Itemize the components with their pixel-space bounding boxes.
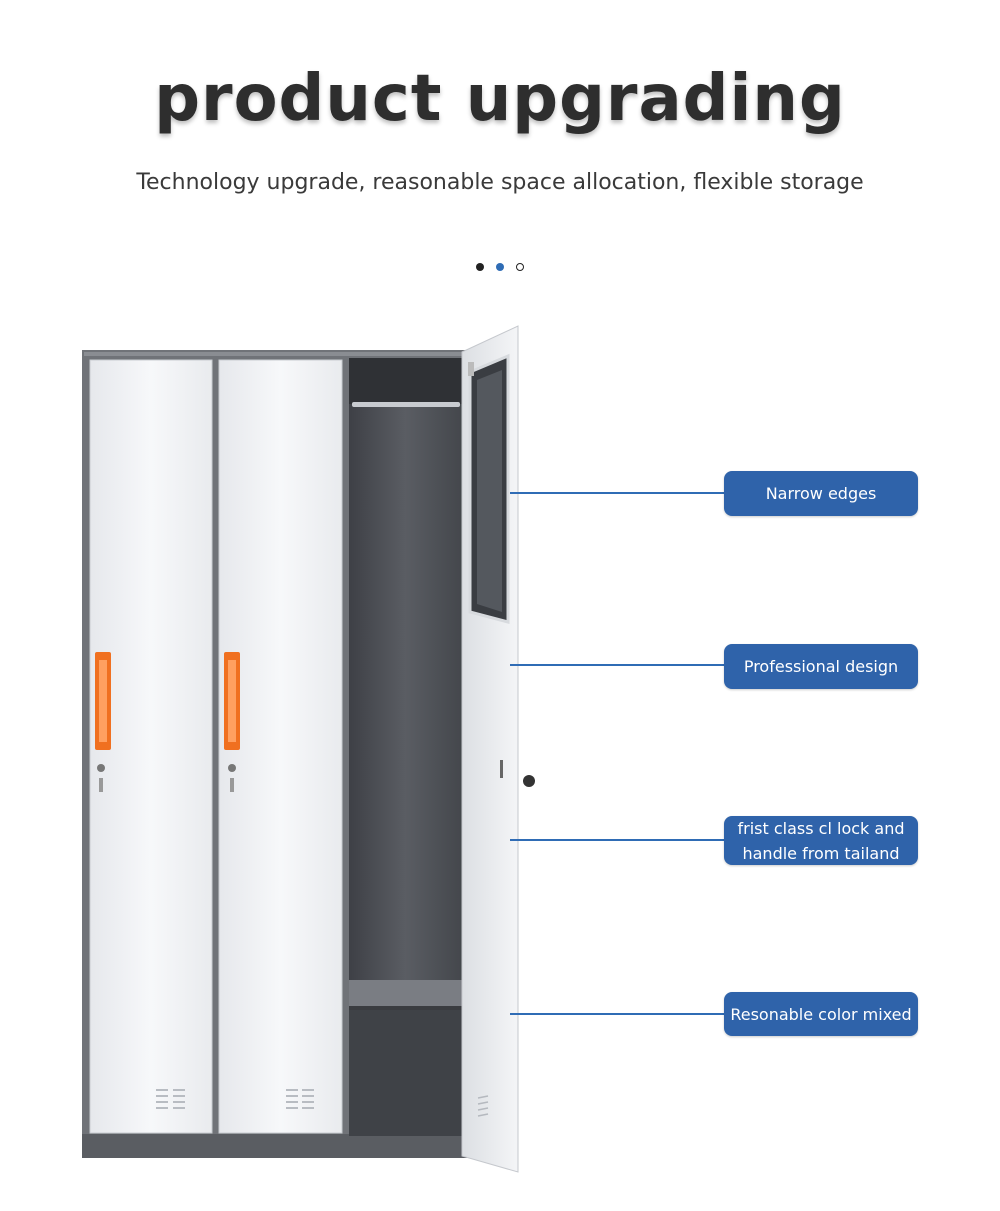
shelf xyxy=(349,980,462,1008)
open-compartment xyxy=(349,358,462,1136)
callout-lock-and-handle: frist class cl lock and handle from tail… xyxy=(724,816,918,865)
pagination-dot[interactable] xyxy=(516,263,524,271)
open-door xyxy=(461,325,535,1173)
callout-color-mixed: Resonable color mixed xyxy=(724,992,918,1036)
page-title: product upgrading xyxy=(154,62,846,136)
locker-door-2 xyxy=(218,359,343,1134)
lock-icon xyxy=(97,764,105,772)
vent-icon xyxy=(477,1095,489,1117)
hanging-rail xyxy=(352,402,460,407)
carousel-pagination xyxy=(474,263,534,275)
lock-icon xyxy=(523,775,535,787)
callout-label-line1: frist class cl lock and xyxy=(737,818,905,838)
pagination-dot-active[interactable] xyxy=(496,263,504,271)
callout-label: Narrow edges xyxy=(765,484,877,503)
callout-label: Resonable color mixed xyxy=(730,1004,912,1024)
door-handle-open xyxy=(500,760,503,778)
callout-connector xyxy=(510,664,724,666)
callout-professional-design: Professional design xyxy=(724,644,918,689)
callout-connector xyxy=(510,1013,724,1015)
page-subtitle: Technology upgrade, reasonable space all… xyxy=(136,170,864,195)
locker-door-1 xyxy=(89,359,213,1134)
callout-label: Professional design xyxy=(743,657,899,676)
vent-icon xyxy=(156,1089,185,1109)
vent-icon xyxy=(286,1089,314,1109)
callout-connector xyxy=(510,839,724,841)
lock-icon xyxy=(228,764,236,772)
callout-label-line2: handle from tailand xyxy=(742,843,900,863)
callout-connector xyxy=(510,492,724,494)
callout-narrow-edges: Narrow edges xyxy=(724,471,918,516)
pagination-dot[interactable] xyxy=(476,263,484,271)
